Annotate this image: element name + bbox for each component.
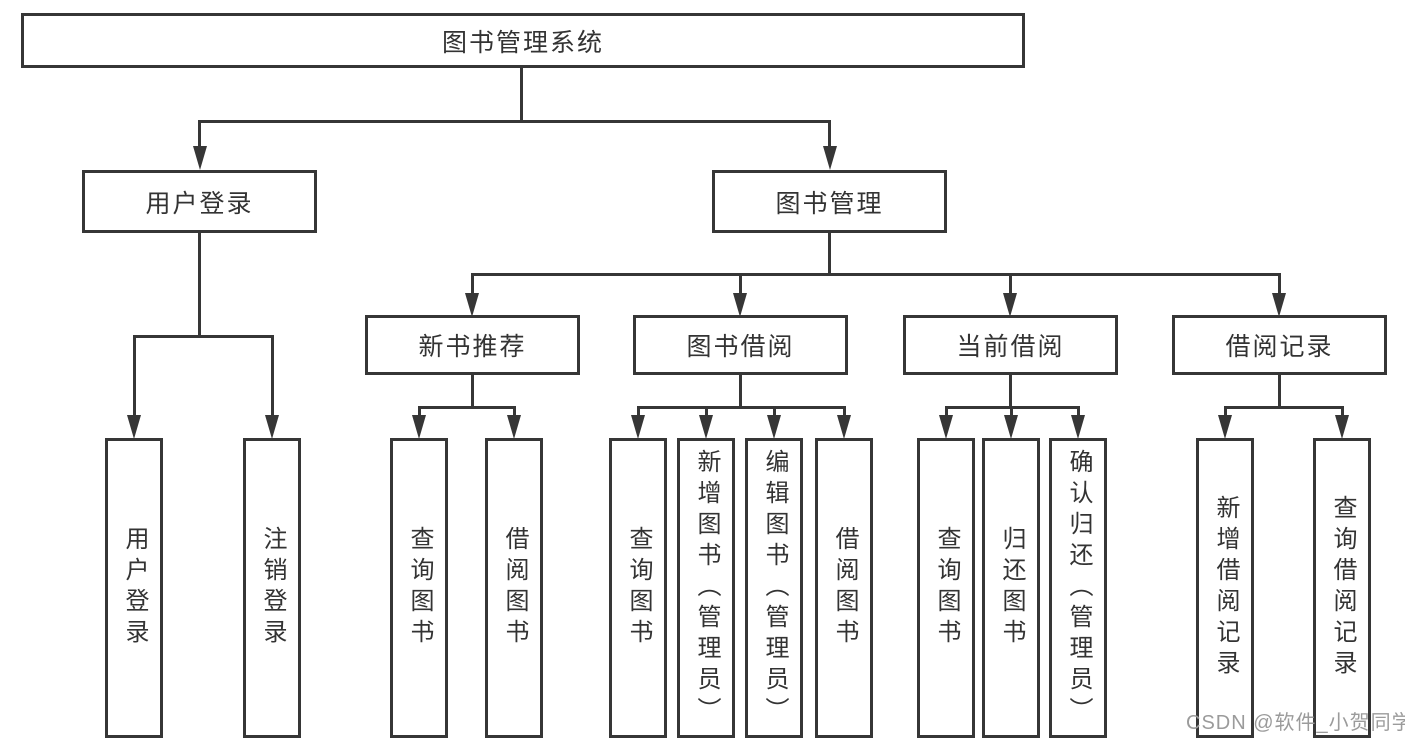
arrowhead-to-new-book-recommend xyxy=(465,293,479,317)
connector-root-stem xyxy=(520,67,523,120)
arrowhead-to-leaf-borrow-books-1 xyxy=(507,415,521,439)
connector-to-leaf-user-login xyxy=(133,335,136,418)
connector-to-leaf-return-book xyxy=(1010,406,1013,418)
connector-user-login-stem xyxy=(198,233,201,335)
leaf-logout: 注销登录 xyxy=(243,438,301,738)
arrowhead-to-user-login xyxy=(193,146,207,170)
leaf-edit-book-admin: 编辑图书（管理员） xyxy=(745,438,803,738)
connector-to-leaf-logout xyxy=(271,335,274,418)
leaf-query-books-3: 查询图书 xyxy=(917,438,975,738)
connector-book-management-stem xyxy=(828,233,831,273)
connector-to-leaf-query-borrow-record xyxy=(1341,406,1344,418)
node-book-management: 图书管理 xyxy=(712,170,947,233)
leaf-add-book-admin: 新增图书（管理员） xyxy=(677,438,735,738)
connector-book-borrow-stem xyxy=(739,375,742,406)
connector-current-borrow-stem xyxy=(1009,375,1012,406)
leaf-borrow-books-2: 借阅图书 xyxy=(815,438,873,738)
leaf-return-book: 归还图书 xyxy=(982,438,1040,738)
connector-to-leaf-borrow-books-1 xyxy=(513,406,516,418)
connector-to-leaf-edit-book xyxy=(773,406,776,418)
node-book-borrow: 图书借阅 xyxy=(633,315,848,375)
leaf-query-books-2: 查询图书 xyxy=(609,438,667,738)
node-user-login: 用户登录 xyxy=(82,170,317,233)
arrowhead-to-leaf-edit-book xyxy=(767,415,781,439)
arrowhead-to-leaf-user-login xyxy=(127,415,141,439)
connector-level1-rail xyxy=(198,120,831,123)
connector-new-book-recommend-stem xyxy=(471,375,474,406)
connector-to-new-book-recommend xyxy=(471,273,474,295)
arrowhead-to-current-borrow xyxy=(1003,293,1017,317)
arrowhead-to-leaf-query-borrow-record xyxy=(1335,415,1349,439)
connector-to-leaf-add-borrow-record xyxy=(1224,406,1227,418)
leaf-add-borrow-record: 新增借阅记录 xyxy=(1196,438,1254,738)
arrowhead-to-leaf-logout xyxy=(265,415,279,439)
connector-to-current-borrow xyxy=(1009,273,1012,295)
arrowhead-to-borrow-records xyxy=(1272,293,1286,317)
connector-to-leaf-add-book xyxy=(705,406,708,418)
connector-to-leaf-query-books-1 xyxy=(418,406,421,418)
csdn-watermark: CSDN @软件_小贺同学 xyxy=(1186,712,1405,734)
connector-new-book-recommend-rail xyxy=(418,406,515,409)
leaf-confirm-return-admin: 确认归还（管理员） xyxy=(1049,438,1107,738)
connector-to-leaf-query-books-3 xyxy=(945,406,948,418)
node-new-book-recommend: 新书推荐 xyxy=(365,315,580,375)
arrowhead-to-book-borrow xyxy=(733,293,747,317)
node-library-management-system: 图书管理系统 xyxy=(21,13,1025,68)
arrowhead-to-leaf-query-books-2 xyxy=(631,415,645,439)
connector-to-book-management xyxy=(828,120,831,150)
arrowhead-to-leaf-add-book xyxy=(699,415,713,439)
arrowhead-to-leaf-confirm-return xyxy=(1071,415,1085,439)
leaf-user-login: 用户登录 xyxy=(105,438,163,738)
leaf-query-borrow-record: 查询借阅记录 xyxy=(1313,438,1371,738)
leaf-borrow-books-1: 借阅图书 xyxy=(485,438,543,738)
arrowhead-to-leaf-query-books-1 xyxy=(412,415,426,439)
arrowhead-to-leaf-return-book xyxy=(1004,415,1018,439)
arrowhead-to-leaf-borrow-books-2 xyxy=(837,415,851,439)
connector-user-login-rail xyxy=(133,335,274,338)
connector-to-book-borrow xyxy=(739,273,742,295)
arrowhead-to-leaf-add-borrow-record xyxy=(1218,415,1232,439)
arrowhead-to-book-management xyxy=(823,146,837,170)
connector-to-leaf-confirm-return xyxy=(1077,406,1080,418)
node-borrow-records: 借阅记录 xyxy=(1172,315,1387,375)
connector-to-leaf-borrow-books-2 xyxy=(843,406,846,418)
connector-to-leaf-query-books-2 xyxy=(637,406,640,418)
connector-borrow-records-stem xyxy=(1278,375,1281,406)
connector-borrow-records-rail xyxy=(1224,406,1343,409)
connector-to-borrow-records xyxy=(1278,273,1281,295)
connector-level3-rail xyxy=(471,273,1281,276)
connector-book-borrow-rail xyxy=(637,406,845,409)
node-current-borrow: 当前借阅 xyxy=(903,315,1118,375)
connector-to-user-login xyxy=(198,120,201,150)
leaf-query-books-1: 查询图书 xyxy=(390,438,448,738)
arrowhead-to-leaf-query-books-3 xyxy=(939,415,953,439)
